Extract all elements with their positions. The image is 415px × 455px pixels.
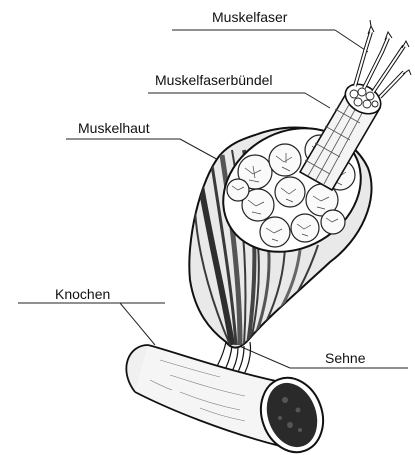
label-muskelhaut: Muskelhaut <box>78 120 150 136</box>
label-muskelfaser: Muskelfaser <box>212 9 287 25</box>
label-muskelfaserbuendel: Muskelfaserbündel <box>155 72 273 88</box>
muscle-fibers <box>355 20 411 97</box>
label-knochen: Knochen <box>55 286 110 302</box>
label-sehne: Sehne <box>325 350 365 366</box>
bone <box>126 345 333 455</box>
